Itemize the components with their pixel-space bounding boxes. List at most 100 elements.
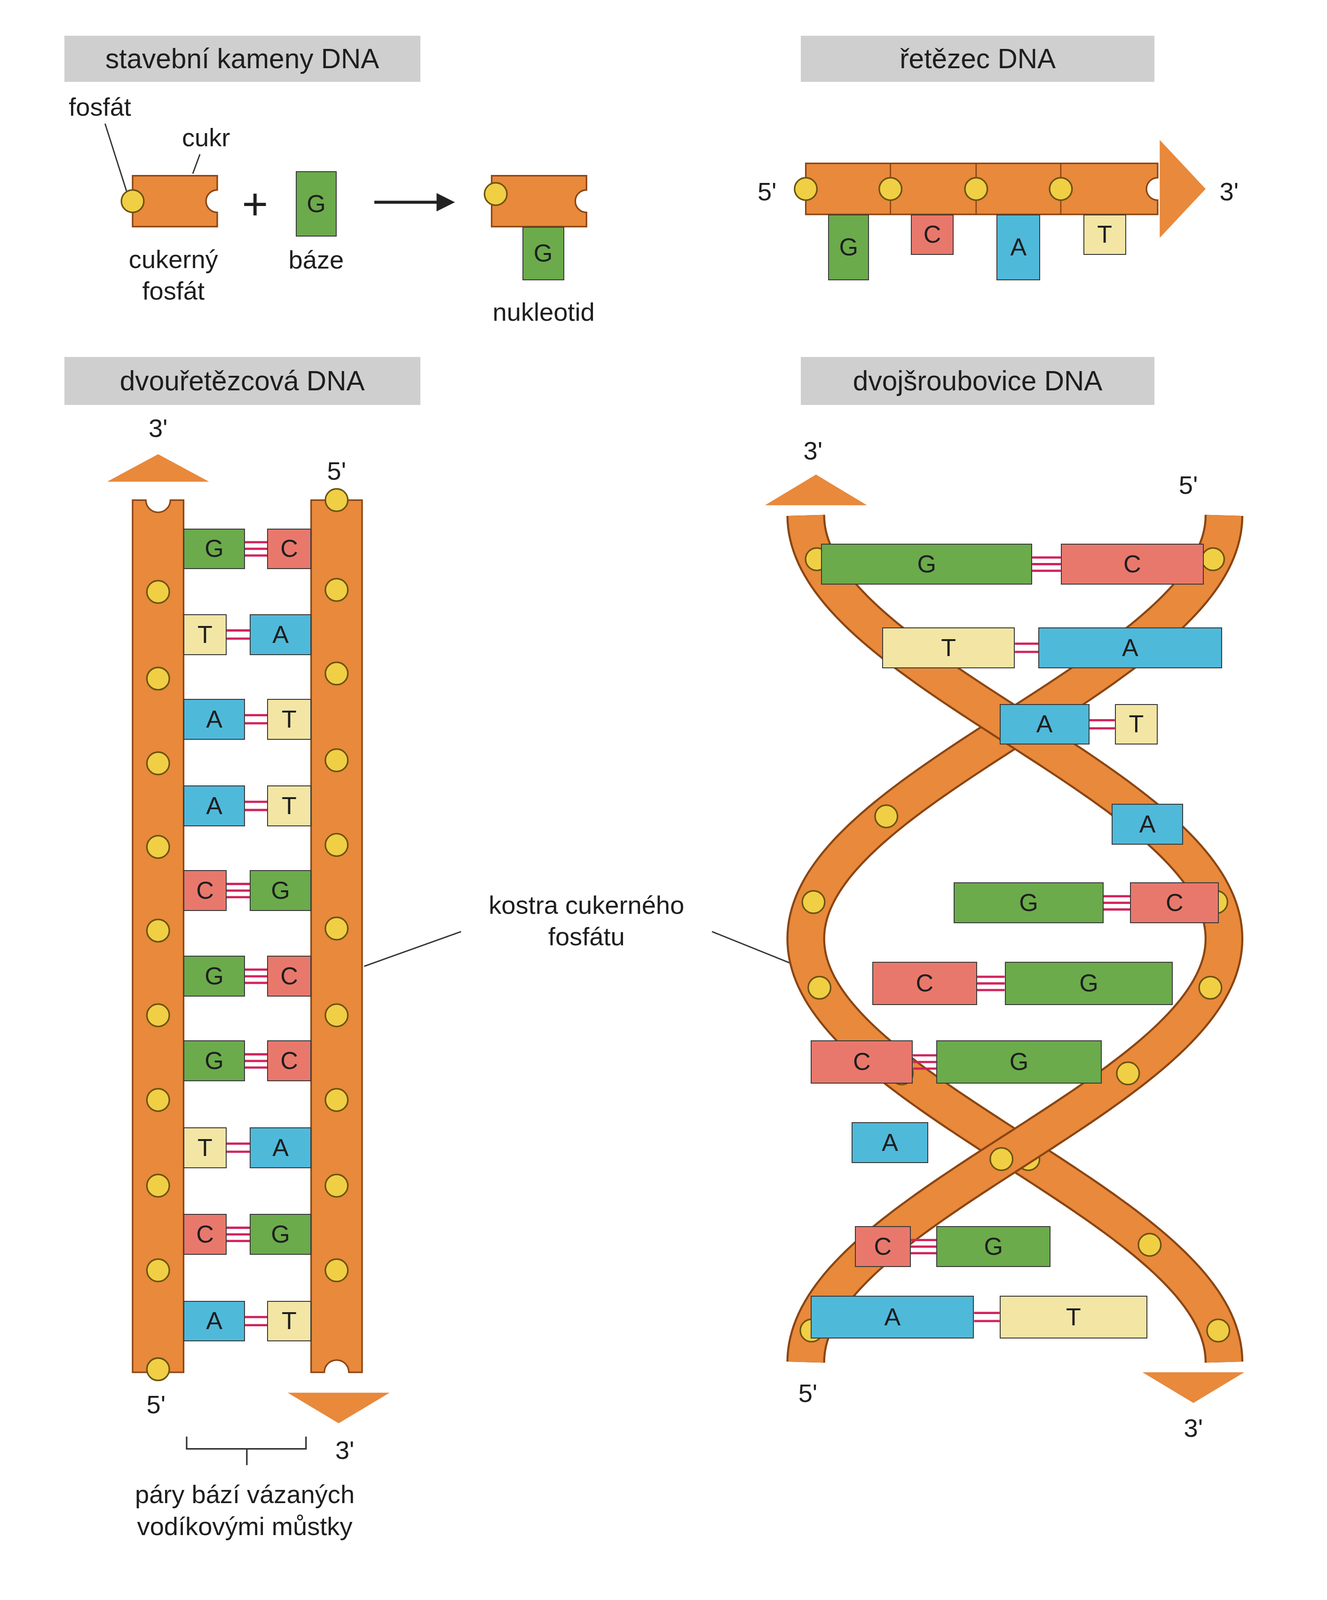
phosphate — [325, 1174, 348, 1197]
base-box: A — [851, 1121, 929, 1163]
sugar-phosphate-backbone — [805, 163, 1158, 214]
phosphate — [146, 751, 170, 775]
phosphate — [146, 919, 170, 942]
base-letter: C — [874, 1232, 893, 1260]
direction-arrow — [107, 454, 210, 482]
base-box: A — [1111, 803, 1184, 845]
phosphate — [879, 177, 902, 201]
phosphate — [964, 177, 988, 201]
base-letter: T — [1066, 1303, 1082, 1331]
base-box: G — [953, 882, 1104, 924]
hydrogen-bond — [1103, 896, 1130, 910]
reaction-arrowhead — [436, 192, 455, 212]
base-box: T — [267, 785, 311, 827]
phosphate — [325, 578, 348, 601]
base-letter: C — [280, 535, 299, 562]
base-box: C — [854, 1225, 911, 1267]
heading-text: dvouřetězcová DNA — [119, 365, 365, 396]
base-box: A — [1038, 627, 1222, 669]
direction-arrow — [287, 1392, 390, 1423]
base-letter: C — [923, 221, 942, 248]
base-box: A — [183, 785, 245, 827]
base-letter: C — [280, 1047, 299, 1075]
base-box: T — [999, 1295, 1148, 1339]
phosphate — [484, 182, 507, 206]
base-letter: A — [884, 1303, 901, 1331]
hydrogen-bond — [910, 1240, 937, 1254]
label-text: 3' — [803, 434, 823, 467]
label-text: báze — [288, 244, 345, 277]
phosphate — [146, 1003, 170, 1027]
base-letter: G — [270, 876, 290, 904]
base-box: A — [249, 614, 311, 656]
label-text: 5' — [327, 455, 347, 488]
base-letter: C — [1123, 550, 1142, 578]
base-letter: T — [1128, 710, 1144, 738]
base-box: G — [249, 869, 311, 911]
phosphate — [808, 976, 831, 999]
base-box: G — [295, 171, 337, 237]
base-letter: T — [940, 634, 956, 662]
base-letter: G — [916, 550, 936, 578]
base-box: G — [1004, 961, 1174, 1005]
base-box: T — [1114, 703, 1158, 745]
base-letter: C — [853, 1048, 871, 1075]
base-box: G — [821, 543, 1033, 585]
base-letter: G — [204, 962, 224, 990]
base-letter: G — [204, 535, 224, 562]
label-text: fosfát — [68, 91, 132, 124]
phosphate — [1116, 1061, 1140, 1085]
base-box: C — [183, 1213, 227, 1255]
base-box: G — [522, 226, 565, 281]
phosphate — [325, 488, 348, 512]
base-box: C — [267, 528, 311, 570]
hydrogen-bond — [244, 1054, 268, 1068]
base-letter: A — [1010, 233, 1027, 261]
label-text: nukleotid — [492, 296, 595, 329]
base-letter: G — [1079, 969, 1098, 997]
hydrogen-bond — [977, 976, 1005, 990]
label-text: páry bází vázaných vodíkovými můstky — [96, 1478, 393, 1543]
hydrogen-bond — [244, 715, 268, 724]
phosphate — [990, 1147, 1013, 1171]
label-text: 5' — [1178, 469, 1199, 502]
hydrogen-bond — [226, 630, 251, 639]
sugar-phosphate-backbone — [311, 499, 363, 1373]
base-box: C — [872, 961, 978, 1005]
base-letter: T — [281, 1307, 297, 1335]
hydrogen-bond — [226, 884, 251, 898]
hydrogen-bond — [1089, 719, 1115, 728]
heading-text: stavební kameny DNA — [105, 43, 380, 74]
hydrogen-bond — [226, 1227, 251, 1241]
base-letter: A — [205, 792, 223, 820]
leader-line — [104, 123, 127, 191]
base-box: C — [267, 955, 311, 997]
base-box: T — [183, 1127, 227, 1169]
base-box: G — [183, 1040, 245, 1082]
helix-strand-edge — [805, 515, 1225, 1362]
base-letter: C — [196, 876, 214, 904]
direction-arrow — [1159, 140, 1206, 238]
phosphate — [146, 835, 170, 859]
base-letter: C — [196, 1220, 214, 1248]
sugar-phosphate-backbone — [132, 499, 184, 1373]
leader-line — [363, 931, 461, 967]
hydrogen-bond — [244, 542, 268, 556]
base-box: A — [183, 698, 245, 740]
label-text: + — [241, 175, 269, 232]
base-letter: G — [1009, 1048, 1029, 1075]
base-letter: T — [197, 621, 213, 648]
label-text: 5' — [757, 175, 777, 208]
base-letter: G — [204, 1047, 224, 1075]
base-letter: A — [272, 1134, 289, 1162]
phosphate — [325, 1003, 348, 1027]
base-box: A — [810, 1295, 974, 1339]
label-text: 5' — [798, 1377, 818, 1410]
phosphate — [794, 177, 818, 201]
heading-text: dvojšroubovice DNA — [853, 365, 1103, 396]
base-letter: A — [1036, 710, 1053, 738]
phosphate — [325, 1258, 348, 1282]
base-box: G — [828, 214, 869, 281]
phosphate — [1199, 976, 1222, 999]
